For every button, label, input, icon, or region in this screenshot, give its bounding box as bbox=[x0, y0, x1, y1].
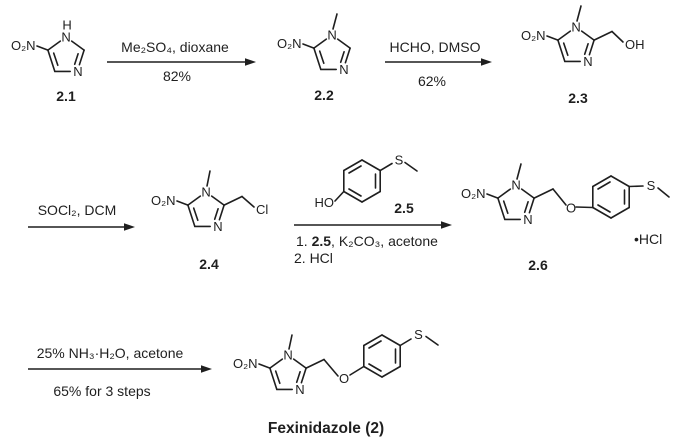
atom-label-o: O bbox=[566, 201, 576, 216]
compound-label-2-5: 2.5 bbox=[394, 200, 414, 216]
compound-2-4-structure: O₂N N N Cl bbox=[151, 170, 268, 234]
compound-label-2-1: 2.1 bbox=[56, 88, 76, 104]
compound-2-6-benzene: S bbox=[575, 175, 670, 219]
yield-step5: 65% for 3 steps bbox=[53, 383, 150, 399]
s-methyl-bond bbox=[425, 335, 439, 346]
nitro-bond bbox=[302, 43, 315, 49]
benzene-ring bbox=[362, 334, 402, 378]
compound-label-2-4: 2.4 bbox=[199, 256, 219, 272]
thioether-bond bbox=[379, 162, 393, 172]
atom-label-nitro: O₂N bbox=[233, 356, 258, 371]
atom-label-oh: OH bbox=[625, 37, 645, 52]
n-methyl-bond bbox=[206, 170, 211, 187]
atom-label-n1: N bbox=[327, 28, 336, 43]
conditions-step4-prefix: 1. bbox=[296, 233, 312, 249]
benzene-ring bbox=[591, 175, 631, 219]
ether-bond-left bbox=[552, 188, 567, 206]
atom-label-cl: Cl bbox=[256, 202, 268, 217]
atom-label-n1: N bbox=[511, 178, 520, 193]
methylene-bond bbox=[533, 188, 554, 199]
conditions-step4-line1: 1. 2.5, K₂CO₃, acetone bbox=[296, 233, 438, 249]
reaction-arrow-step1 bbox=[107, 58, 256, 66]
atom-label-o: O bbox=[339, 371, 349, 386]
reaction-arrow-step4 bbox=[294, 221, 452, 229]
compound-2-3-structure: O₂N N N OH bbox=[521, 5, 645, 69]
chloromethyl-bond bbox=[241, 195, 255, 208]
hydroxymethyl-bond bbox=[611, 30, 624, 43]
thioether-bond bbox=[399, 338, 412, 347]
methylene-bond bbox=[223, 195, 243, 206]
final-product-imidazole: O₂N N N O bbox=[233, 334, 349, 397]
nitro-bond bbox=[258, 363, 271, 369]
atom-label-ho: HO bbox=[315, 195, 335, 210]
atom-label-nitro: O₂N bbox=[151, 193, 176, 208]
compound-label-2-2: 2.2 bbox=[314, 87, 334, 103]
compound-2-5-structure: HO S bbox=[315, 153, 418, 210]
methylene-bond bbox=[305, 358, 325, 369]
ether-bond-left bbox=[323, 358, 339, 377]
atom-label-h: H bbox=[62, 18, 71, 33]
atom-label-nitro: O₂N bbox=[11, 38, 36, 53]
nitro-bond bbox=[36, 45, 49, 51]
n-methyl-bond bbox=[516, 163, 522, 180]
arrowhead-step5 bbox=[201, 365, 212, 373]
conditions-step4-compound-ref: 2.5 bbox=[312, 233, 332, 249]
compound-2-2-structure: O₂N N N bbox=[277, 13, 351, 77]
benzene-ring bbox=[342, 159, 382, 203]
n-methyl-bond bbox=[576, 5, 582, 22]
phenol-bond bbox=[334, 190, 345, 202]
reagents-step2: HCHO, DMSO bbox=[390, 39, 481, 55]
hcl-salt-label: •HCl bbox=[634, 231, 662, 247]
n-methyl-bond bbox=[288, 334, 293, 350]
atom-label-n3: N bbox=[295, 382, 304, 397]
compound-label-2-3: 2.3 bbox=[568, 90, 588, 106]
nitro-bond bbox=[486, 193, 499, 199]
reagents-step1: Me₂SO₄, dioxane bbox=[121, 39, 229, 55]
reaction-arrow-step5 bbox=[28, 365, 212, 373]
s-methyl-bond bbox=[657, 187, 670, 198]
arrowhead-step3 bbox=[124, 223, 135, 231]
atom-label-s: S bbox=[414, 327, 423, 342]
reaction-arrow-step2 bbox=[385, 58, 492, 66]
reagents-step3: SOCl₂, DCM bbox=[38, 202, 117, 218]
final-product-label: Fexinidazole (2) bbox=[268, 420, 384, 437]
atom-label-n3: N bbox=[213, 219, 222, 234]
arrowhead-step4 bbox=[441, 221, 452, 229]
conditions-step4-suffix: , K₂CO₃, acetone bbox=[331, 233, 438, 249]
atom-label-n1: N bbox=[201, 185, 210, 200]
atom-label-n3: N bbox=[523, 212, 532, 227]
atom-label-nitro: O₂N bbox=[277, 36, 302, 51]
compound-label-2-6: 2.6 bbox=[528, 257, 548, 273]
nitro-bond bbox=[546, 35, 559, 41]
reaction-arrow-step3 bbox=[28, 223, 135, 231]
thioether-bond bbox=[628, 185, 644, 188]
atom-label-n3: N bbox=[583, 54, 592, 69]
compound-2-6-imidazole: O₂N N N O bbox=[461, 163, 576, 227]
methylene-bond bbox=[593, 30, 613, 41]
ether-bond-right bbox=[349, 365, 365, 376]
compound-2-1-structure: O₂N N H N bbox=[11, 18, 85, 79]
atom-label-n1: N bbox=[571, 20, 580, 35]
atom-label-s: S bbox=[647, 178, 656, 193]
atom-label-nitro: O₂N bbox=[461, 186, 486, 201]
nitro-bond bbox=[176, 200, 189, 206]
n-methyl-bond bbox=[332, 13, 338, 30]
atom-label-s: S bbox=[395, 153, 404, 168]
yield-step2: 62% bbox=[418, 73, 446, 89]
atom-label-n1: N bbox=[283, 348, 292, 363]
arrowhead-step2 bbox=[481, 58, 492, 66]
yield-step1: 82% bbox=[163, 68, 191, 84]
atom-label-n3: N bbox=[73, 64, 82, 79]
atom-label-nitro: O₂N bbox=[521, 28, 546, 43]
s-methyl-bond bbox=[404, 161, 418, 172]
conditions-step4-line2: 2. HCl bbox=[294, 250, 333, 266]
atom-label-n3: N bbox=[339, 62, 348, 77]
atom-label-n1: N bbox=[61, 30, 70, 45]
ether-bond-right bbox=[575, 206, 594, 209]
arrowhead-step1 bbox=[245, 58, 256, 66]
reagents-step5: 25% NH₃·H₂O, acetone bbox=[37, 345, 184, 361]
final-product-benzene: S bbox=[349, 327, 439, 378]
